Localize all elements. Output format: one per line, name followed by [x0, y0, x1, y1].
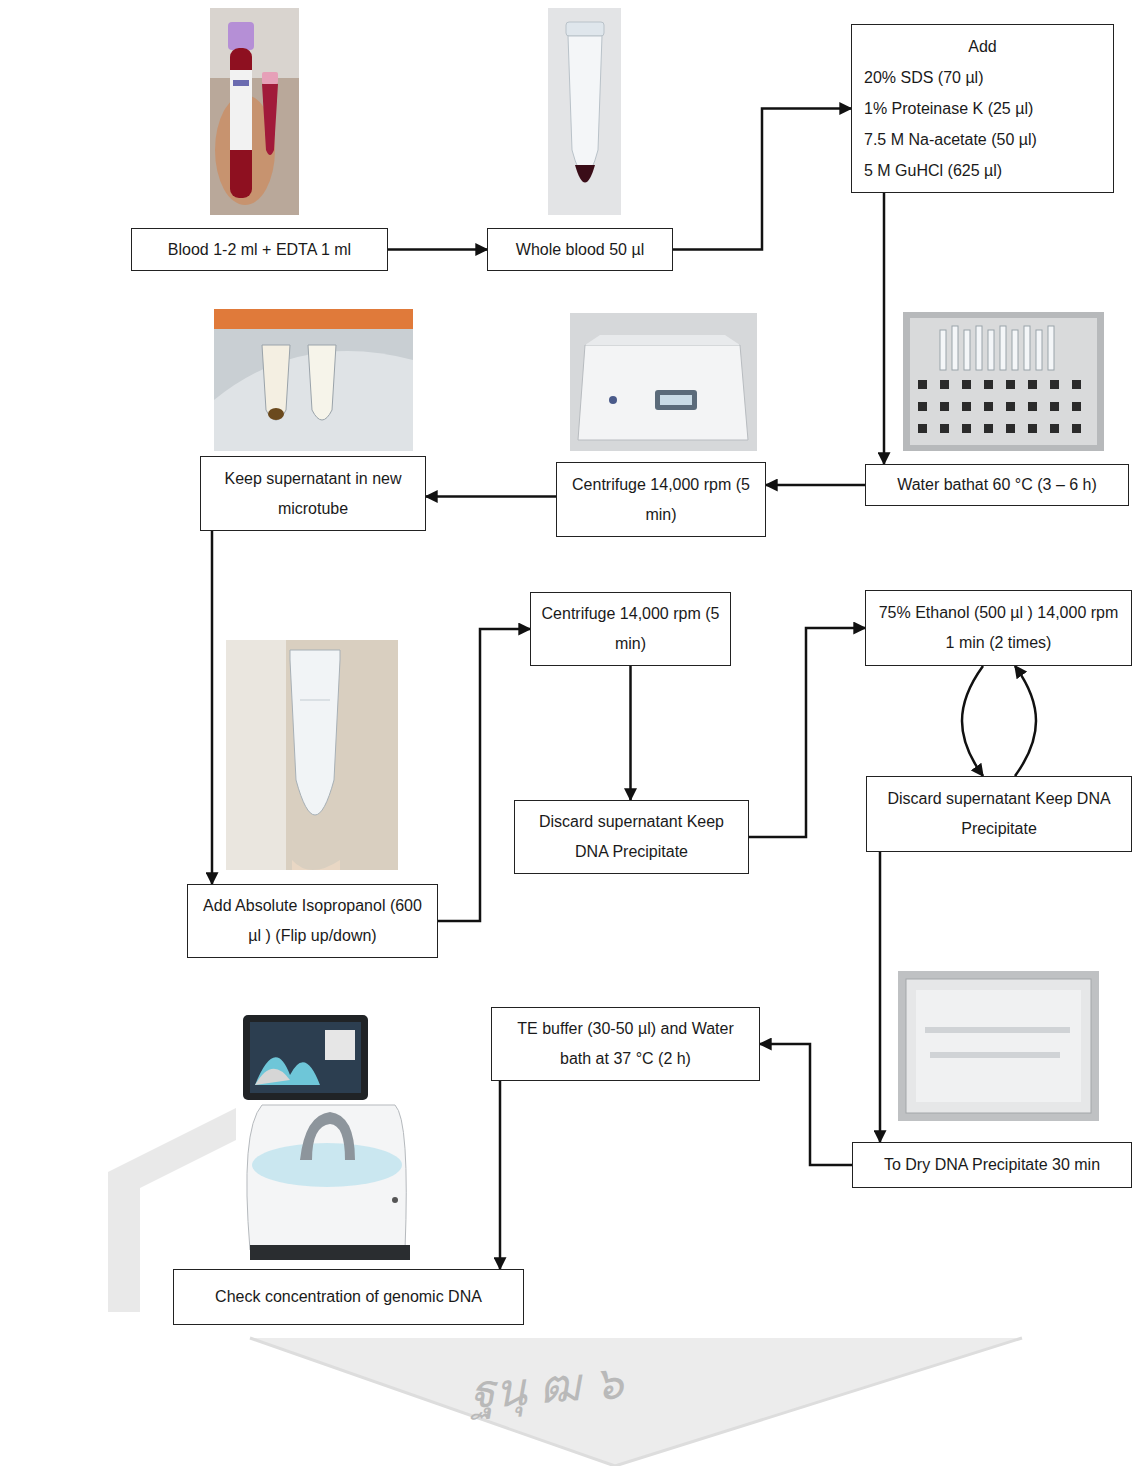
- box-text: 7.5 M Na-acetate (50 µl): [864, 124, 1101, 155]
- connector-line: [388, 248, 487, 251]
- flow-arrow: [880, 852, 881, 1142]
- box-text: Keep supernatant in new microtube: [211, 464, 415, 524]
- box-text: Discard supernatant Keep DNA Precipitate: [525, 807, 738, 867]
- box-text: Blood 1-2 ml + EDTA 1 ml: [168, 235, 351, 265]
- connector-line: [629, 666, 632, 800]
- flow-arrow: [212, 531, 213, 884]
- connector-line: [673, 109, 851, 250]
- box-text: TE buffer (30-50 µl) and Water bath at 3…: [502, 1014, 749, 1074]
- process-box: Keep supernatant in new microtube: [200, 456, 426, 531]
- process-box: 75% Ethanol (500 µl ) 14,000 rpm 1 min (…: [865, 590, 1132, 666]
- flow-arrow: [673, 109, 851, 250]
- connector-line: [438, 629, 530, 921]
- connector-line: [766, 484, 865, 487]
- flow-arrow: [438, 629, 530, 921]
- process-box: Whole blood 50 µl: [487, 228, 673, 271]
- box-text: Centrifuge 14,000 rpm (5 min): [567, 470, 755, 530]
- process-box: Water bathat 60 °C (3 – 6 h): [865, 464, 1129, 506]
- connector-line: [760, 1044, 852, 1165]
- dry-tray-photo: [898, 971, 1099, 1121]
- process-box: Centrifuge 14,000 rpm (5 min): [556, 462, 766, 537]
- process-box: Centrifuge 14,000 rpm (5 min): [530, 592, 731, 666]
- connector-line: [426, 495, 556, 498]
- box-text: 20% SDS (70 µl): [864, 62, 1101, 93]
- box-text: Check concentration of genomic DNA: [215, 1282, 482, 1312]
- process-box: TE buffer (30-50 µl) and Water bath at 3…: [491, 1007, 760, 1081]
- flow-arrow: [630, 666, 631, 800]
- water-bath-photo: [903, 312, 1104, 451]
- process-box: Blood 1-2 ml + EDTA 1 ml: [131, 228, 388, 271]
- flow-arrow: [426, 496, 556, 497]
- blood-tube-photo: [210, 8, 299, 215]
- spectrophotometer-photo: [243, 1015, 410, 1260]
- microtube-photo: [548, 8, 621, 215]
- process-box: Discard supernatant Keep DNA Precipitate: [866, 776, 1132, 852]
- box-text: Whole blood 50 µl: [516, 235, 644, 265]
- box-text: 1% Proteinase K (25 µl): [864, 93, 1101, 124]
- box-text: 75% Ethanol (500 µl ) 14,000 rpm 1 min (…: [876, 598, 1121, 658]
- watermark-text: ฐนุ ฒ ๖: [468, 1345, 625, 1428]
- hand-tubes-photo: [214, 309, 413, 451]
- box-text: Discard supernatant Keep DNA Precipitate: [877, 784, 1121, 844]
- box-text: Add Absolute Isopropanol (600 µl ) (Flip…: [198, 891, 427, 951]
- connector-line: [211, 531, 214, 884]
- box-text: To Dry DNA Precipitate 30 min: [884, 1150, 1100, 1180]
- flow-arrow: [760, 1044, 852, 1165]
- process-box: Add Absolute Isopropanol (600 µl ) (Flip…: [187, 884, 438, 958]
- connector-line: [962, 666, 983, 776]
- cycle-arrow: [962, 666, 1036, 776]
- flow-arrow: [500, 1081, 501, 1269]
- connector-line: [879, 852, 882, 1142]
- flow-arrow: [388, 249, 487, 250]
- isopropanol-tube-photo: [226, 640, 398, 870]
- process-box: To Dry DNA Precipitate 30 min: [852, 1142, 1132, 1188]
- connector-line: [499, 1081, 502, 1269]
- connector-line: [749, 628, 865, 837]
- centrifuge-photo: [570, 313, 757, 451]
- connector-line: [883, 193, 886, 464]
- box-heading: Add: [864, 31, 1101, 62]
- flow-arrow: [766, 485, 865, 486]
- box-text: Water bathat 60 °C (3 – 6 h): [897, 470, 1097, 500]
- process-box: Check concentration of genomic DNA: [173, 1269, 524, 1325]
- connector-line: [1015, 666, 1036, 776]
- flow-arrow: [749, 628, 865, 837]
- box-text: Centrifuge 14,000 rpm (5 min): [541, 599, 720, 659]
- process-box: Discard supernatant Keep DNA Precipitate: [514, 800, 749, 874]
- process-box: Add20% SDS (70 µl)1% Proteinase K (25 µl…: [851, 24, 1114, 193]
- flow-arrow: [884, 193, 885, 464]
- box-text: 5 M GuHCl (625 µl): [864, 155, 1101, 186]
